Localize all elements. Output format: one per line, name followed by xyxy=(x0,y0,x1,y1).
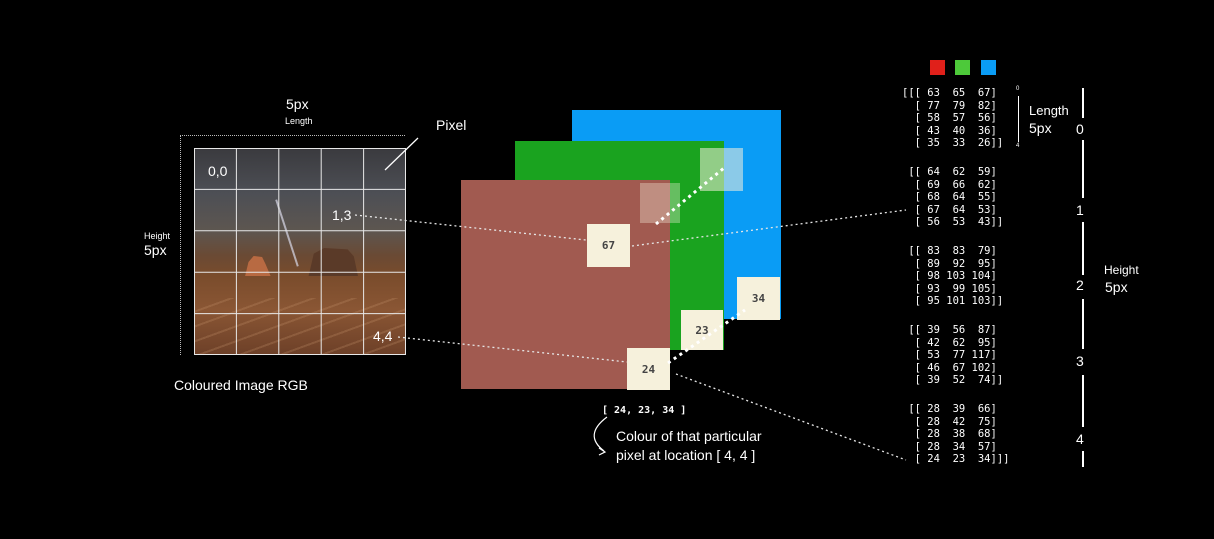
row-index-1: 1 xyxy=(1076,202,1084,218)
matrix-block-4: [[ 28 39 66] [ 28 42 75] [ 28 38 68] [ 2… xyxy=(908,403,1010,466)
height-bar-3 xyxy=(1082,299,1084,349)
coord-end: 4,4 xyxy=(373,328,393,344)
height-bar-5 xyxy=(1082,451,1084,467)
annotation-line-2: pixel at location [ 4, 4 ] xyxy=(616,447,756,463)
pixel-value-annotation: [ 24, 23, 34 ] xyxy=(602,405,687,416)
red-top-cell: 67 xyxy=(587,224,630,267)
green-swatch xyxy=(955,60,970,75)
height-bar-0 xyxy=(1082,88,1084,118)
row-index-2: 2 xyxy=(1076,277,1084,293)
matrix-block-0: [[[ 63 65 67] [ 77 79 82] [ 58 57 56] [ … xyxy=(902,87,1004,150)
row-index-3: 3 xyxy=(1076,353,1084,369)
matrix-height-label: Height xyxy=(1104,263,1139,277)
matrix-length-value: 5px xyxy=(1029,120,1052,136)
matrix-block-2: [[ 83 83 79] [ 89 92 95] [ 98 103 104] [… xyxy=(908,245,1004,308)
butte-right xyxy=(308,248,358,276)
height-bar-4 xyxy=(1082,375,1084,427)
image-caption: Coloured Image RGB xyxy=(174,377,308,393)
length-label-top: Length xyxy=(285,116,313,126)
green-top-cell xyxy=(640,183,680,223)
matrix-block-1: [[ 64 62 59] [ 69 66 62] [ 68 64 55] [ 6… xyxy=(908,166,1004,229)
red-swatch xyxy=(930,60,945,75)
row-index-0: 0 xyxy=(1076,121,1084,137)
blue-swatch xyxy=(981,60,996,75)
length-bracket-line xyxy=(1018,96,1019,142)
matrix-length-label: Length xyxy=(1029,103,1069,118)
annotation-line-1: Colour of that particular xyxy=(616,428,762,444)
height-bar-2 xyxy=(1082,222,1084,275)
mini-index-bottom: 4 xyxy=(1016,143,1020,149)
coord-origin: 0,0 xyxy=(208,163,228,179)
coord-mid: 1,3 xyxy=(332,207,352,223)
pixel-label: Pixel xyxy=(436,117,467,133)
red-bottom-cell: 24 xyxy=(627,348,670,390)
landscape-photo xyxy=(194,148,406,355)
matrix-height-value: 5px xyxy=(1105,279,1128,295)
height-bracket xyxy=(180,135,181,355)
desert-road xyxy=(194,298,406,355)
length-value-top: 5px xyxy=(286,96,309,112)
blue-bottom-cell: 34 xyxy=(737,277,780,320)
pixel-grid xyxy=(194,148,406,355)
mini-index-top: 0 xyxy=(1016,86,1020,92)
height-bar-1 xyxy=(1082,140,1084,198)
height-label-left: Height xyxy=(144,231,171,241)
height-value-left: 5px xyxy=(144,242,167,258)
matrix-block-3: [[ 39 56 87] [ 42 62 95] [ 53 77 117] [ … xyxy=(908,324,1004,387)
length-bracket xyxy=(180,135,405,136)
row-index-4: 4 xyxy=(1076,431,1084,447)
